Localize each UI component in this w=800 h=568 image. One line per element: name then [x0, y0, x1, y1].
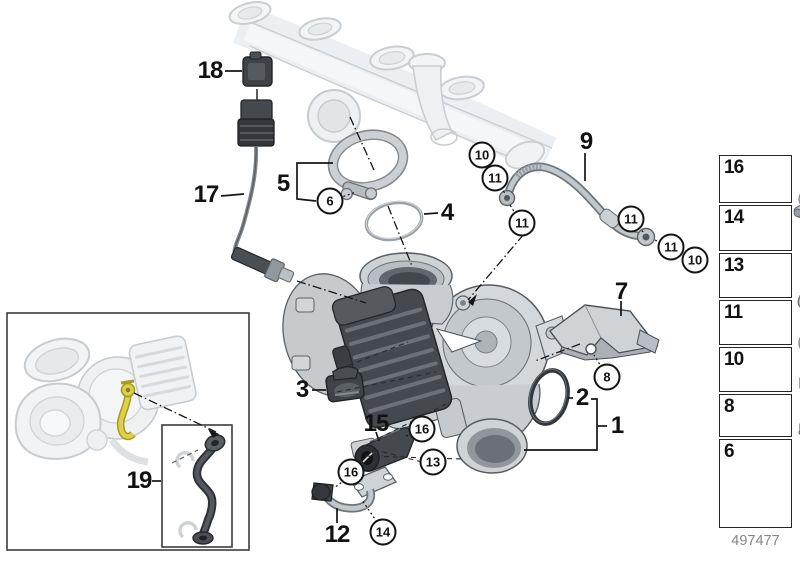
oil-return-line-dark — [172, 432, 227, 544]
callout-15[interactable]: 15 — [364, 412, 389, 436]
heat-shield — [550, 305, 659, 360]
legend-item-6[interactable]: 6 — [719, 439, 792, 528]
callout-circled-11b[interactable]: 11 — [509, 210, 536, 237]
callout-circled-13[interactable]: 13 — [420, 449, 447, 476]
callout-2[interactable]: 2 — [576, 386, 588, 410]
callout-5[interactable]: 5 — [277, 172, 289, 196]
legend-number: 14 — [724, 207, 743, 229]
callout-17[interactable]: 17 — [194, 183, 219, 207]
installed-turbo-ghost — [16, 332, 198, 462]
legend-number: 10 — [724, 349, 743, 371]
legend-item-11[interactable]: 11 — [719, 300, 792, 345]
legend-item-10[interactable]: 10 — [719, 347, 792, 392]
callout-7[interactable]: 7 — [615, 280, 627, 304]
legend-number: 6 — [724, 441, 734, 463]
exhaust-manifold-ghost — [227, 0, 552, 174]
legend-number: 13 — [724, 255, 743, 277]
callout-circled-6[interactable]: 6 — [317, 188, 344, 215]
callout-circled-8[interactable]: 8 — [594, 364, 621, 391]
legend-item-8[interactable]: 8 — [719, 394, 792, 437]
callout-circled-16a[interactable]: 16 — [409, 416, 436, 443]
drawing-number: 497477 — [715, 533, 796, 549]
callout-9[interactable]: 9 — [580, 130, 592, 154]
gasket-ring — [363, 197, 425, 245]
sensor-plug-connector — [243, 52, 272, 100]
callout-circled-16b[interactable]: 16 — [338, 459, 365, 486]
callout-3[interactable]: 3 — [296, 378, 308, 402]
legend-item-13[interactable]: 13 — [719, 253, 792, 298]
callout-12[interactable]: 12 — [325, 523, 350, 547]
callout-19[interactable]: 19 — [127, 469, 152, 493]
fastener-legend: 16 14 — [719, 155, 792, 528]
callout-18[interactable]: 18 — [198, 59, 223, 83]
legend-number: 11 — [724, 302, 742, 324]
callout-circled-14[interactable]: 14 — [370, 519, 397, 546]
legend-number: 8 — [724, 396, 734, 418]
legend-number: 16 — [724, 157, 743, 179]
callout-circled-11c[interactable]: 11 — [618, 206, 645, 233]
legend-item-16[interactable]: 16 — [719, 155, 792, 203]
callout-circled-10b[interactable]: 10 — [682, 247, 709, 274]
callout-circled-11a[interactable]: 11 — [482, 165, 509, 192]
callout-1[interactable]: 1 — [611, 414, 623, 438]
callout-4[interactable]: 4 — [441, 201, 453, 225]
legend-item-14[interactable]: 14 — [719, 205, 792, 251]
callout-circled-11d[interactable]: 11 — [658, 234, 685, 261]
